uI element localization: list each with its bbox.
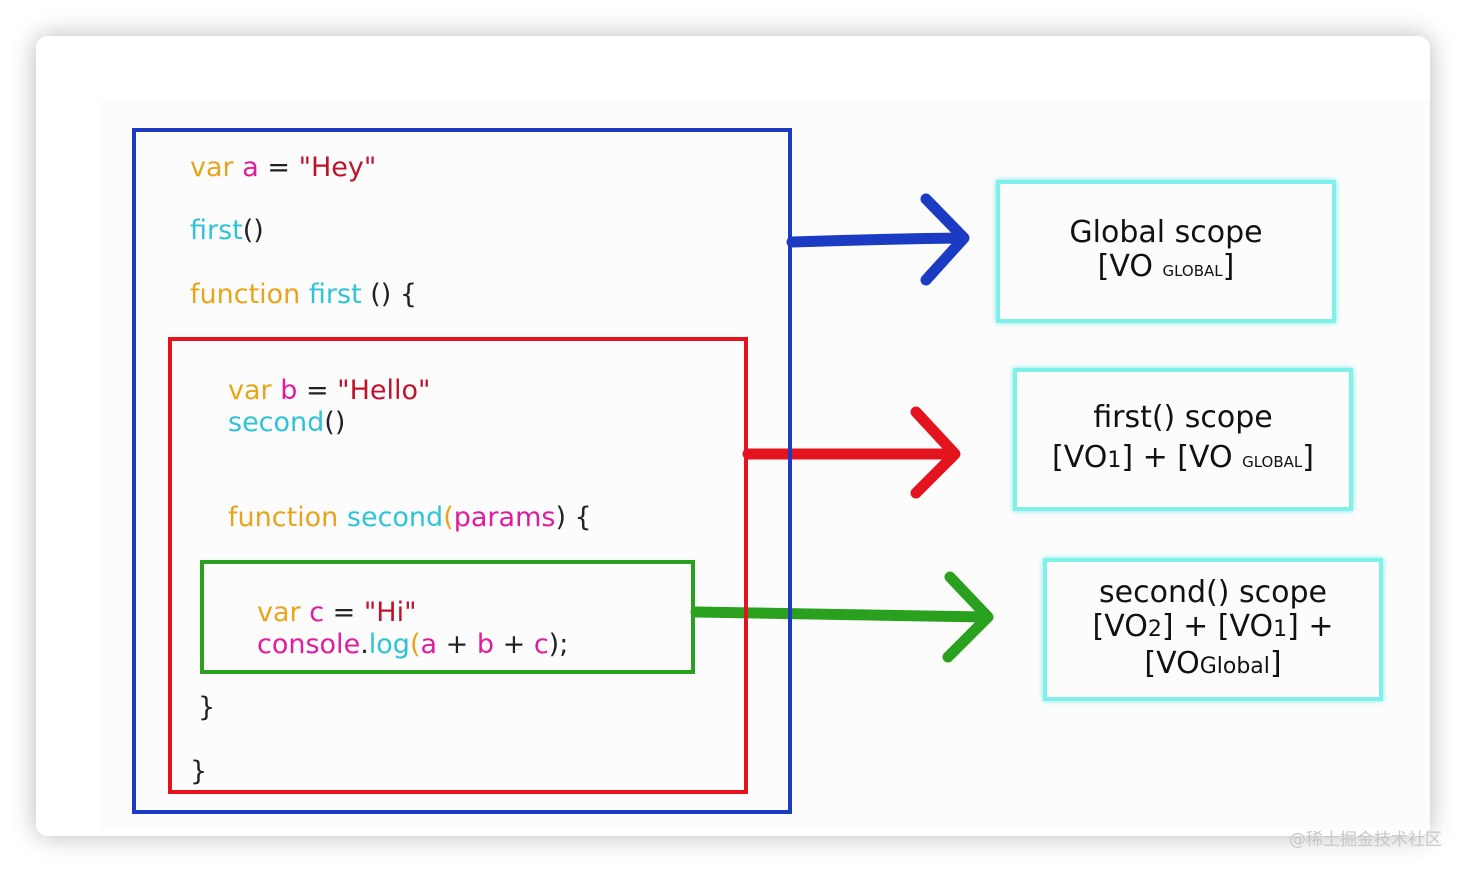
code-close-brace-inner: } [198, 692, 216, 723]
operator: + [445, 629, 469, 660]
variable: b [280, 375, 298, 406]
string: "Hi" [363, 597, 417, 628]
variable: c [533, 629, 549, 660]
punctuation: ); [548, 629, 569, 660]
keyword: var [190, 152, 234, 183]
code-line-function-first: function first () { [190, 279, 417, 311]
object-name: console [257, 629, 361, 660]
punctuation: ( [443, 502, 454, 533]
first-scope-vo: [VO1] + [VO global] [1052, 440, 1314, 475]
punctuation: ( [409, 629, 421, 660]
function-name: first [190, 215, 243, 246]
code-line-var-a: var a = "Hey" [190, 152, 376, 184]
string: "Hey" [298, 152, 377, 183]
blue-arrow [786, 193, 970, 286]
operator: = [305, 375, 329, 406]
code-line-console-log: console.log(a + b + c); [257, 629, 568, 661]
function-name: second [346, 502, 444, 533]
punctuation: () [242, 215, 264, 246]
keyword: var [257, 597, 301, 628]
global-scope-vo: [VO global] [1097, 249, 1235, 284]
string: "Hello" [337, 375, 431, 406]
punctuation: () { [370, 279, 418, 310]
code-line-var-c: var c = "Hi" [257, 597, 417, 629]
code-close-brace-outer: } [190, 756, 208, 787]
second-scope-box: second() scope [VO2] + [VO1] + [VOGlobal… [1043, 558, 1383, 701]
operator: + [502, 629, 526, 660]
keyword: function [228, 502, 339, 533]
second-function-box [200, 560, 695, 674]
variable: a [242, 152, 259, 183]
watermark: @稀土掘金技术社区 [1289, 830, 1442, 850]
punctuation: () [324, 407, 346, 438]
punctuation: ) { [555, 502, 592, 533]
variable: c [309, 597, 325, 628]
function-name: second [228, 407, 325, 438]
global-context-box [132, 128, 792, 814]
variable: a [420, 629, 438, 660]
operator: = [332, 597, 356, 628]
code-line-call-second: second() [228, 407, 345, 439]
first-scope-title: first() scope [1093, 400, 1273, 435]
code-line-call-first: first() [190, 215, 264, 247]
operator: = [267, 152, 290, 183]
global-scope-title: Global scope [1069, 215, 1263, 250]
second-scope-title: second() scope [1099, 574, 1327, 610]
keyword: function [190, 279, 301, 310]
keyword: var [228, 375, 272, 406]
parameter: params [453, 502, 556, 533]
function-name: first [308, 279, 362, 310]
method-name: log [368, 629, 410, 660]
code-line-var-b: var b = "Hello" [228, 375, 430, 407]
first-scope-box: first() scope [VO1] + [VO global] [1013, 368, 1353, 511]
red-arrow [742, 406, 961, 499]
first-function-box [168, 337, 748, 794]
second-scope-vo-line2: [VOGlobal] [1144, 645, 1282, 681]
variable: b [476, 629, 494, 660]
global-scope-box: Global scope [VO global] [996, 180, 1336, 323]
second-scope-vo-line1: [VO2] + [VO1] + [1092, 608, 1334, 644]
code-line-function-second: function second(params) { [228, 502, 592, 534]
punctuation: . [360, 629, 369, 660]
